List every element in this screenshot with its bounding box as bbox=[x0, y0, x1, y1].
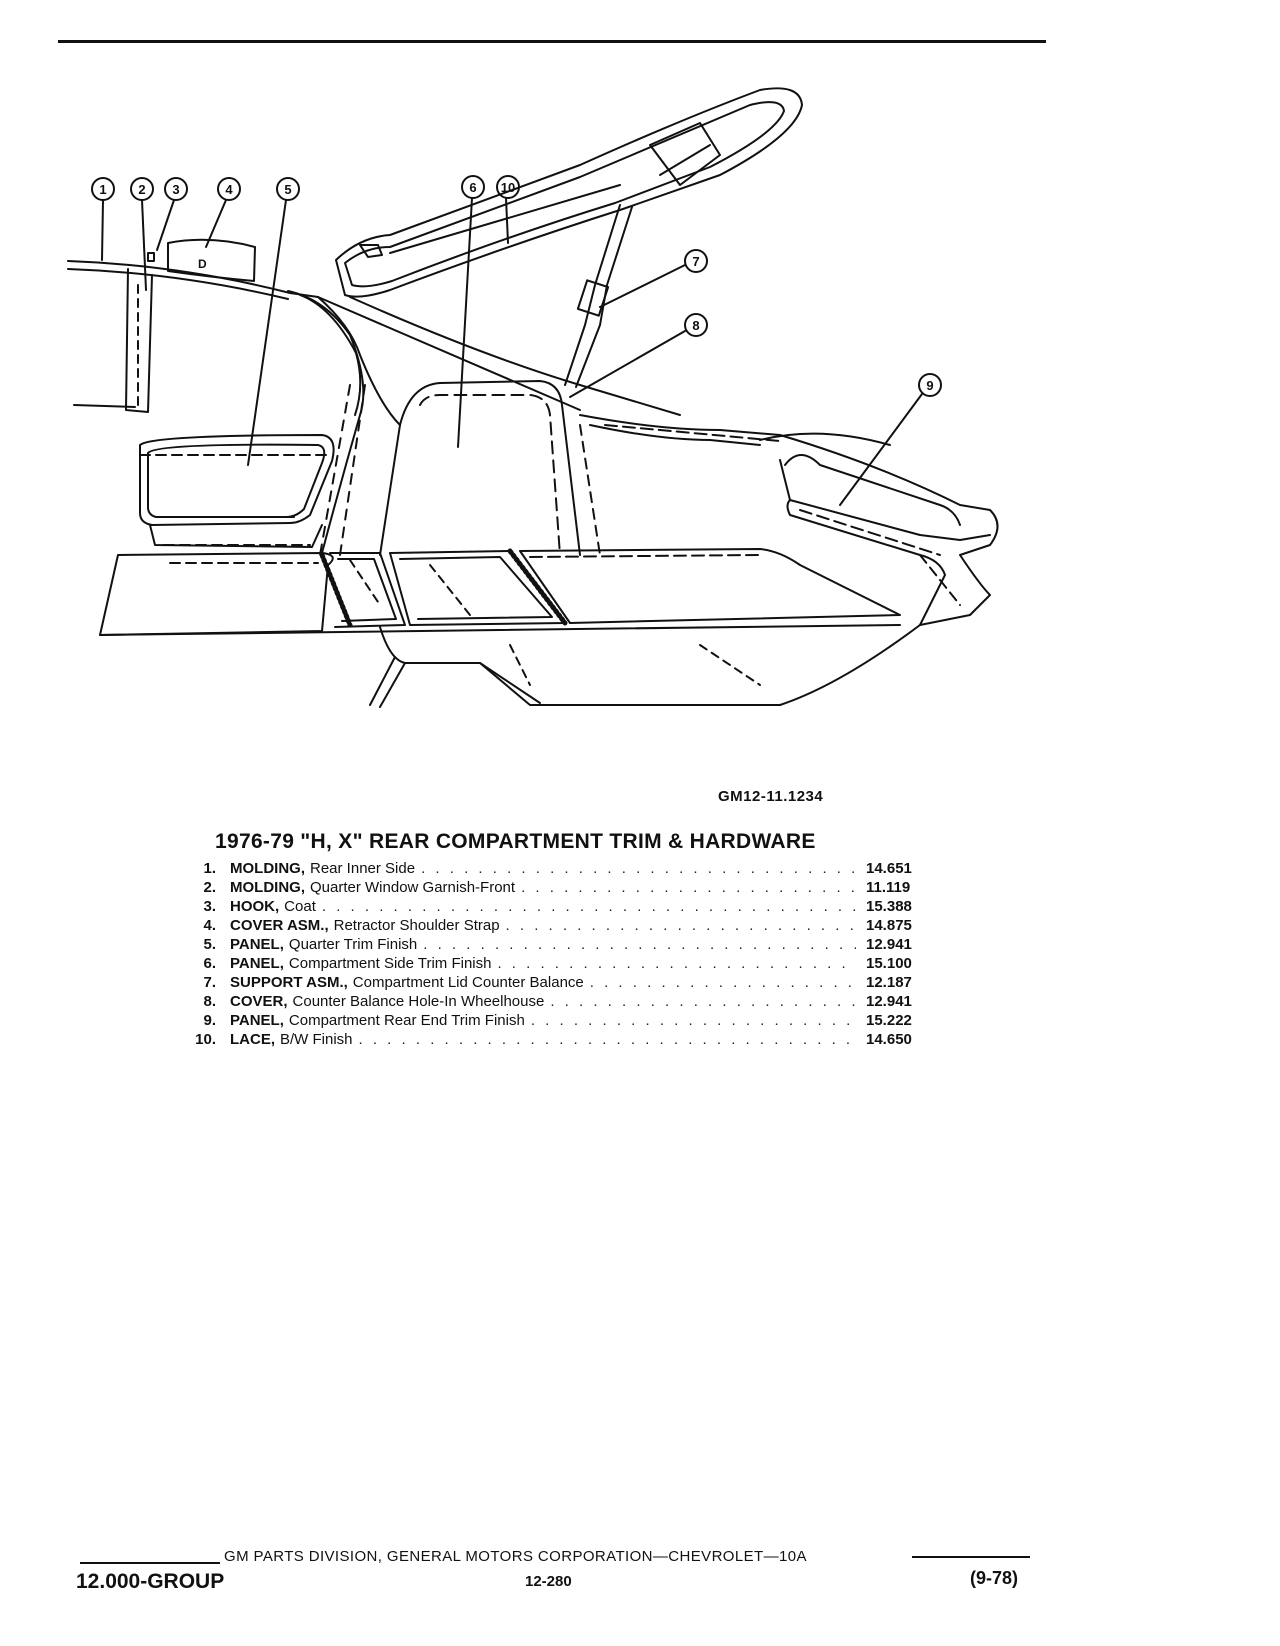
part-code: 12.941 bbox=[866, 936, 912, 953]
list-item: 10. LACE, B/W Finish 14.650 bbox=[186, 1031, 946, 1050]
part-code: 14.650 bbox=[866, 1031, 912, 1048]
part-number: 9. bbox=[203, 1012, 216, 1029]
part-name: LACE, bbox=[230, 1031, 275, 1048]
leader-dots bbox=[359, 1031, 856, 1048]
part-description: Retractor Shoulder Strap bbox=[333, 917, 500, 934]
callout-6: 6 bbox=[457, 175, 485, 448]
callout-10: 10 bbox=[496, 175, 520, 244]
rear-compartment-diagram: 1 2 3 4 5 6 10 7 8 9 bbox=[67, 87, 999, 708]
part-code: 12.187 bbox=[866, 974, 912, 991]
part-name: PANEL, bbox=[230, 936, 284, 953]
list-item: 4. COVER ASM., Retractor Shoulder Strap … bbox=[186, 917, 946, 936]
footer-corporation: GM PARTS DIVISION, GENERAL MOTORS CORPOR… bbox=[224, 1548, 807, 1565]
page-title: 1976-79 "H, X" REAR COMPARTMENT TRIM & H… bbox=[215, 830, 816, 853]
leader-dots bbox=[497, 955, 856, 972]
figure-id: GM12-11.1234 bbox=[718, 788, 824, 805]
part-code: 15.388 bbox=[866, 898, 912, 915]
part-number: 5. bbox=[203, 936, 216, 953]
svg-text:6: 6 bbox=[469, 180, 476, 195]
footer-rule-left bbox=[80, 1562, 220, 1564]
leader-dots bbox=[421, 860, 856, 877]
part-name: COVER, bbox=[230, 993, 288, 1010]
leader-dots bbox=[521, 879, 856, 896]
part-number: 3. bbox=[203, 898, 216, 915]
top-rule bbox=[58, 40, 1046, 43]
callout-9: 9 bbox=[839, 373, 942, 506]
leader-dots bbox=[322, 898, 856, 915]
list-item: 5. PANEL, Quarter Trim Finish 12.941 bbox=[186, 936, 946, 955]
part-name: PANEL, bbox=[230, 955, 284, 972]
part-description: Compartment Side Trim Finish bbox=[288, 955, 492, 972]
part-number: 8. bbox=[203, 993, 216, 1010]
list-item: 3. HOOK, Coat 15.388 bbox=[186, 898, 946, 917]
list-item: 2. MOLDING, Quarter Window Garnish-Front… bbox=[186, 879, 946, 898]
svg-text:9: 9 bbox=[926, 378, 933, 393]
svg-text:1: 1 bbox=[99, 182, 106, 197]
svg-text:2: 2 bbox=[138, 182, 145, 197]
part-name: COVER ASM., bbox=[230, 917, 329, 934]
part-code: 11.119 bbox=[866, 879, 911, 896]
svg-text:3: 3 bbox=[172, 182, 179, 197]
part-description: Compartment Lid Counter Balance bbox=[352, 974, 584, 991]
revision-date: (9-78) bbox=[970, 1568, 1019, 1588]
svg-text:8: 8 bbox=[692, 318, 699, 333]
leader-dots bbox=[531, 1012, 856, 1029]
part-number: 6. bbox=[203, 955, 216, 972]
part-description: Coat bbox=[284, 898, 316, 915]
part-name: MOLDING, bbox=[230, 879, 305, 896]
callout-5: 5 bbox=[247, 177, 300, 466]
part-code: 15.222 bbox=[866, 1012, 912, 1029]
part-description: Quarter Trim Finish bbox=[288, 936, 418, 953]
part-number: 1. bbox=[203, 860, 216, 877]
list-item: 6. PANEL, Compartment Side Trim Finish 1… bbox=[186, 955, 946, 974]
part-description: Counter Balance Hole-In Wheelhouse bbox=[292, 993, 545, 1010]
part-name: SUPPORT ASM., bbox=[230, 974, 348, 991]
list-item: 1. MOLDING, Rear Inner Side 14.651 bbox=[186, 860, 946, 879]
callout-3: 3 bbox=[156, 177, 188, 251]
part-number: 4. bbox=[203, 917, 216, 934]
leader-dots bbox=[423, 936, 856, 953]
leader-dots bbox=[590, 974, 856, 991]
svg-text:D: D bbox=[198, 257, 207, 271]
leader-dots bbox=[550, 993, 856, 1010]
page-number: 12-280 bbox=[525, 1573, 572, 1590]
svg-text:5: 5 bbox=[284, 182, 291, 197]
part-name: MOLDING, bbox=[230, 860, 305, 877]
leader-dots bbox=[506, 917, 856, 934]
part-number: 2. bbox=[203, 879, 216, 896]
callout-8: 8 bbox=[569, 313, 708, 398]
footer-group: 12.000-GROUP bbox=[76, 1570, 225, 1593]
part-code: 14.875 bbox=[866, 917, 912, 934]
part-description: Rear Inner Side bbox=[310, 860, 416, 877]
part-name: PANEL, bbox=[230, 1012, 284, 1029]
part-code: 15.100 bbox=[866, 955, 912, 972]
list-item: 9. PANEL, Compartment Rear End Trim Fini… bbox=[186, 1012, 946, 1031]
callout-4: 4 bbox=[205, 177, 241, 248]
part-code: 12.941 bbox=[866, 993, 912, 1010]
svg-text:7: 7 bbox=[692, 254, 699, 269]
part-number: 10. bbox=[195, 1031, 216, 1048]
svg-text:4: 4 bbox=[225, 182, 233, 197]
part-description: Compartment Rear End Trim Finish bbox=[288, 1012, 525, 1029]
parts-list: 1. MOLDING, Rear Inner Side 14.651 2. MO… bbox=[186, 860, 946, 1050]
part-description: B/W Finish bbox=[280, 1031, 353, 1048]
callout-7: 7 bbox=[599, 249, 708, 308]
list-item: 7. SUPPORT ASM., Compartment Lid Counter… bbox=[186, 974, 946, 993]
part-description: Quarter Window Garnish-Front bbox=[310, 879, 516, 896]
part-number: 7. bbox=[203, 974, 216, 991]
part-code: 14.651 bbox=[866, 860, 912, 877]
footer-rule-right bbox=[912, 1556, 1030, 1558]
callout-1: 1 bbox=[91, 177, 115, 261]
part-name: HOOK, bbox=[230, 898, 280, 915]
list-item: 8. COVER, Counter Balance Hole-In Wheelh… bbox=[186, 993, 946, 1012]
